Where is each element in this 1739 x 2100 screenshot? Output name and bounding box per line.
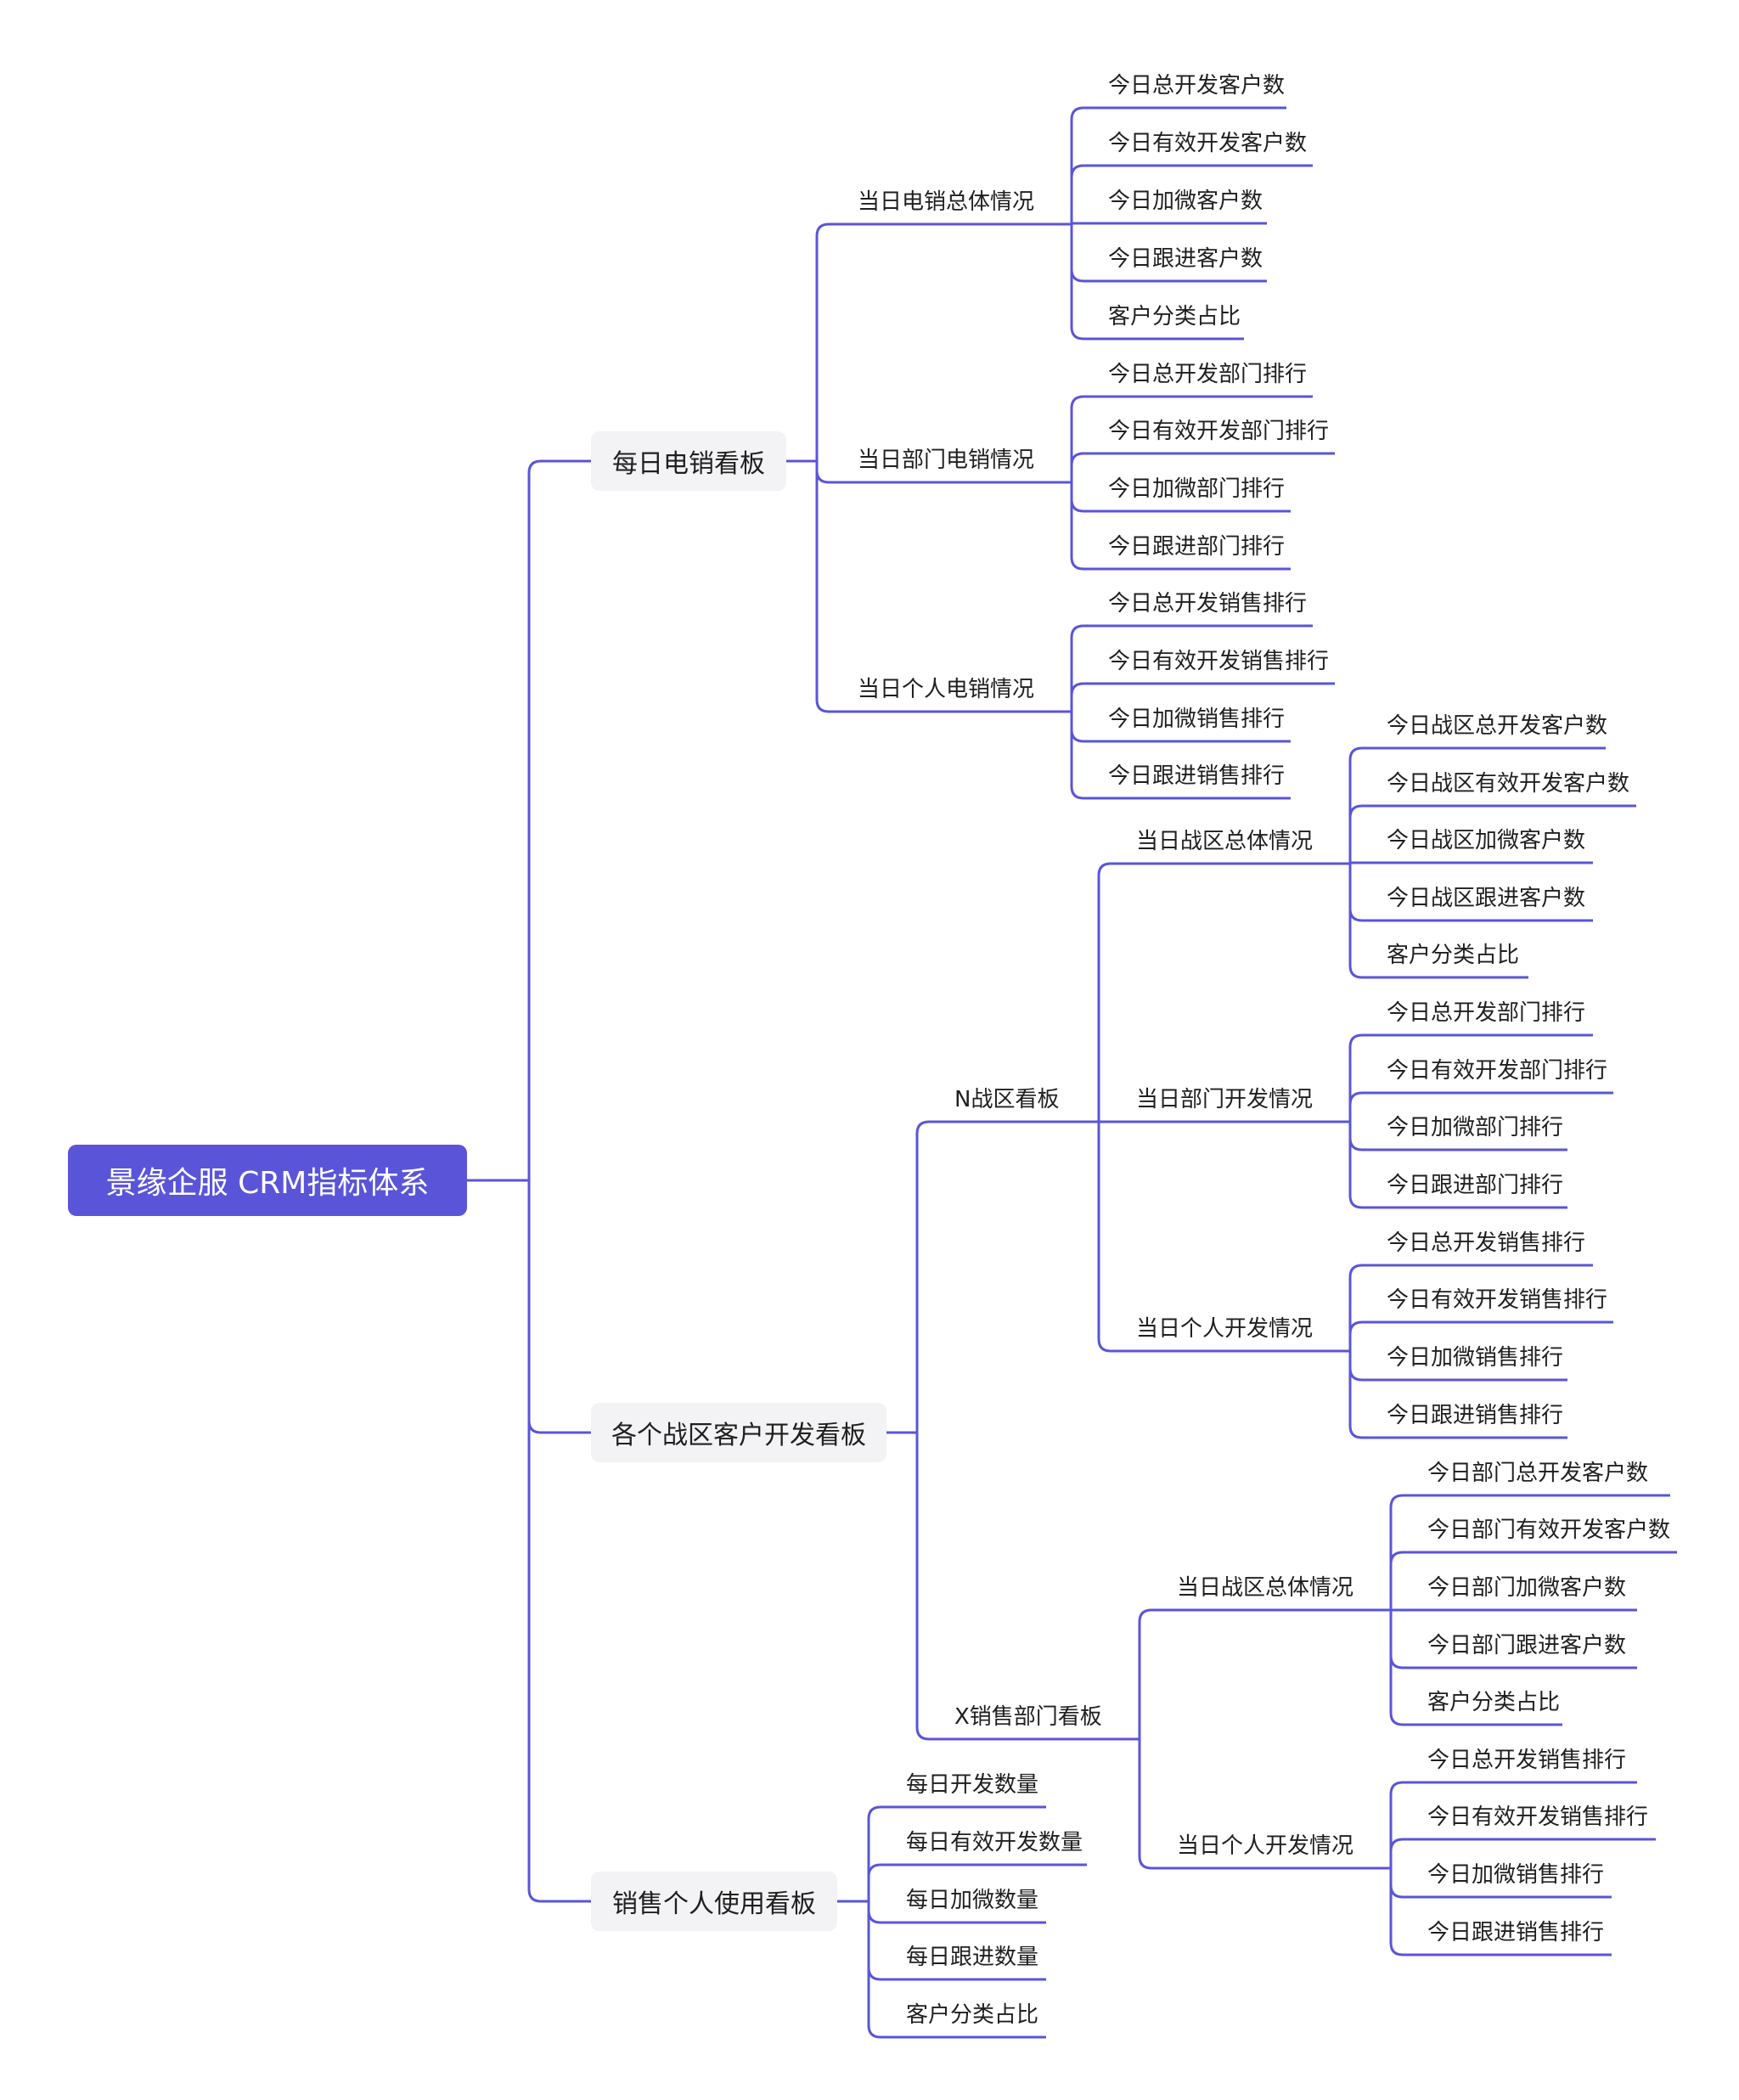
connector-line — [1348, 746, 1606, 864]
root-node[interactable]: 景缘企服 CRM指标体系 — [68, 1145, 467, 1216]
connector-line — [1389, 1610, 1562, 1726]
leaf-item[interactable]: 今日总开发部门排行 — [1108, 362, 1308, 387]
connector-line — [1389, 1868, 1612, 1956]
node-n-warzone-overall[interactable]: 当日战区总体情况 — [1136, 829, 1314, 854]
connector-line — [915, 1120, 1099, 1433]
connector-line — [1348, 1320, 1613, 1351]
leaf-item[interactable]: 客户分类占比 — [906, 2002, 1039, 2028]
node-n-department-dev[interactable]: 当日部门开发情况 — [1136, 1087, 1314, 1112]
connector-line — [527, 459, 591, 1180]
connector-line — [1097, 1122, 1350, 1353]
node-x-sales-dept-board[interactable]: X销售部门看板 — [954, 1704, 1102, 1730]
connector-line — [1348, 1033, 1593, 1122]
connector-line — [1070, 712, 1291, 800]
leaf-item[interactable]: 客户分类占比 — [1108, 304, 1241, 329]
leaf-item[interactable]: 今日部门跟进客户数 — [1427, 1633, 1627, 1658]
leaf-item[interactable]: 今日总开发销售排行 — [1108, 591, 1308, 616]
node-daily-overall[interactable]: 当日电销总体情况 — [858, 189, 1035, 215]
connector-line — [527, 1180, 591, 1903]
connector-line — [1070, 682, 1335, 712]
node-x-warzone-overall[interactable]: 当日战区总体情况 — [1177, 1575, 1354, 1601]
leaf-item[interactable]: 今日加微客户数 — [1108, 189, 1263, 214]
connector-line — [527, 1180, 591, 1434]
leaf-item[interactable]: 今日有效开发部门排行 — [1108, 419, 1330, 444]
leaf-item[interactable]: 今日部门有效开发客户数 — [1427, 1517, 1671, 1543]
leaf-item[interactable]: 客户分类占比 — [1387, 943, 1520, 968]
connector-line — [1389, 1551, 1677, 1610]
leaf-item[interactable]: 今日加微部门排行 — [1108, 476, 1286, 502]
connector-line — [815, 461, 1072, 713]
leaf-item[interactable]: 今日总开发销售排行 — [1427, 1748, 1627, 1773]
leaf-item[interactable]: 每日加微数量 — [906, 1888, 1039, 1913]
connector-line — [1070, 395, 1313, 482]
node-x-personal-dev[interactable]: 当日个人开发情况 — [1177, 1833, 1354, 1859]
leaf-item[interactable]: 今日加微销售排行 — [1387, 1345, 1564, 1371]
connector-line — [1348, 864, 1528, 979]
leaf-item[interactable]: 今日部门加微客户数 — [1427, 1575, 1627, 1601]
leaf-item[interactable]: 今日跟进销售排行 — [1427, 1920, 1605, 1945]
connector-line — [1138, 1739, 1391, 1870]
leaf-item[interactable]: 今日战区总开发客户数 — [1387, 713, 1608, 739]
connector-line — [1097, 862, 1350, 1122]
leaf-item[interactable]: 今日战区加微客户数 — [1387, 828, 1586, 853]
connector-line — [1348, 1091, 1613, 1122]
connector-line — [1070, 624, 1313, 712]
leaf-item[interactable]: 今日跟进销售排行 — [1387, 1403, 1564, 1428]
connector-line — [815, 222, 1072, 461]
connector-line — [1070, 224, 1244, 341]
connector-line — [1348, 1264, 1593, 1351]
leaf-item[interactable]: 每日跟进数量 — [906, 1945, 1039, 1970]
leaf-item[interactable]: 今日总开发客户数 — [1108, 73, 1286, 99]
leaf-item[interactable]: 今日跟进部门排行 — [1108, 534, 1286, 560]
leaf-item[interactable]: 今日总开发部门排行 — [1387, 1000, 1586, 1026]
connector-line — [1348, 1351, 1567, 1439]
connector-line — [867, 1901, 1046, 2039]
leaf-item[interactable]: 今日总开发销售排行 — [1387, 1230, 1586, 1256]
node-n-warzone-board[interactable]: N战区看板 — [954, 1087, 1060, 1112]
leaf-item[interactable]: 今日有效开发销售排行 — [1387, 1287, 1608, 1313]
node-n-personal-dev[interactable]: 当日个人开发情况 — [1136, 1316, 1314, 1342]
connector-line — [867, 1863, 1087, 1901]
connector-line — [1389, 1494, 1670, 1610]
branch-daily-telesales-board[interactable]: 每日电销看板 — [591, 431, 786, 491]
leaf-item[interactable]: 每日有效开发数量 — [906, 1830, 1083, 1855]
connector-line — [1070, 164, 1313, 224]
node-daily-department[interactable]: 当日部门电销情况 — [858, 448, 1035, 473]
leaf-item[interactable]: 今日跟进客户数 — [1108, 246, 1263, 272]
leaf-item[interactable]: 今日战区跟进客户数 — [1387, 886, 1586, 911]
leaf-item[interactable]: 今日有效开发客户数 — [1108, 131, 1308, 156]
connector-line — [1070, 106, 1286, 224]
leaf-item[interactable]: 今日部门总开发客户数 — [1427, 1461, 1649, 1486]
connector-line — [1389, 1838, 1656, 1868]
connector-line — [915, 1433, 1138, 1741]
leaf-item[interactable]: 今日加微部门排行 — [1387, 1115, 1564, 1140]
connector-line — [1389, 1781, 1637, 1868]
leaf-item[interactable]: 每日开发数量 — [906, 1772, 1039, 1798]
leaf-item[interactable]: 今日加微销售排行 — [1108, 707, 1286, 732]
node-daily-personal[interactable]: 当日个人电销情况 — [858, 677, 1035, 702]
branch-personal-sales-board[interactable]: 销售个人使用看板 — [591, 1872, 837, 1931]
leaf-item[interactable]: 今日战区有效开发客户数 — [1387, 771, 1630, 797]
leaf-item[interactable]: 今日加微销售排行 — [1427, 1862, 1605, 1888]
leaf-item[interactable]: 客户分类占比 — [1427, 1690, 1561, 1715]
connector-line — [1070, 482, 1291, 571]
leaf-item[interactable]: 今日跟进部门排行 — [1387, 1173, 1564, 1198]
leaf-item[interactable]: 今日有效开发销售排行 — [1108, 649, 1330, 674]
leaf-item[interactable]: 今日跟进销售排行 — [1108, 763, 1286, 789]
connector-line — [867, 1805, 1046, 1901]
connector-line — [1138, 1608, 1391, 1739]
connector-line — [1348, 804, 1636, 864]
leaf-item[interactable]: 今日有效开发部门排行 — [1387, 1058, 1608, 1084]
connector-line — [1070, 452, 1335, 482]
leaf-item[interactable]: 今日有效开发销售排行 — [1427, 1804, 1649, 1830]
connector-line — [1348, 1122, 1567, 1209]
branch-warzone-dev-board[interactable]: 各个战区客户开发看板 — [591, 1403, 886, 1462]
